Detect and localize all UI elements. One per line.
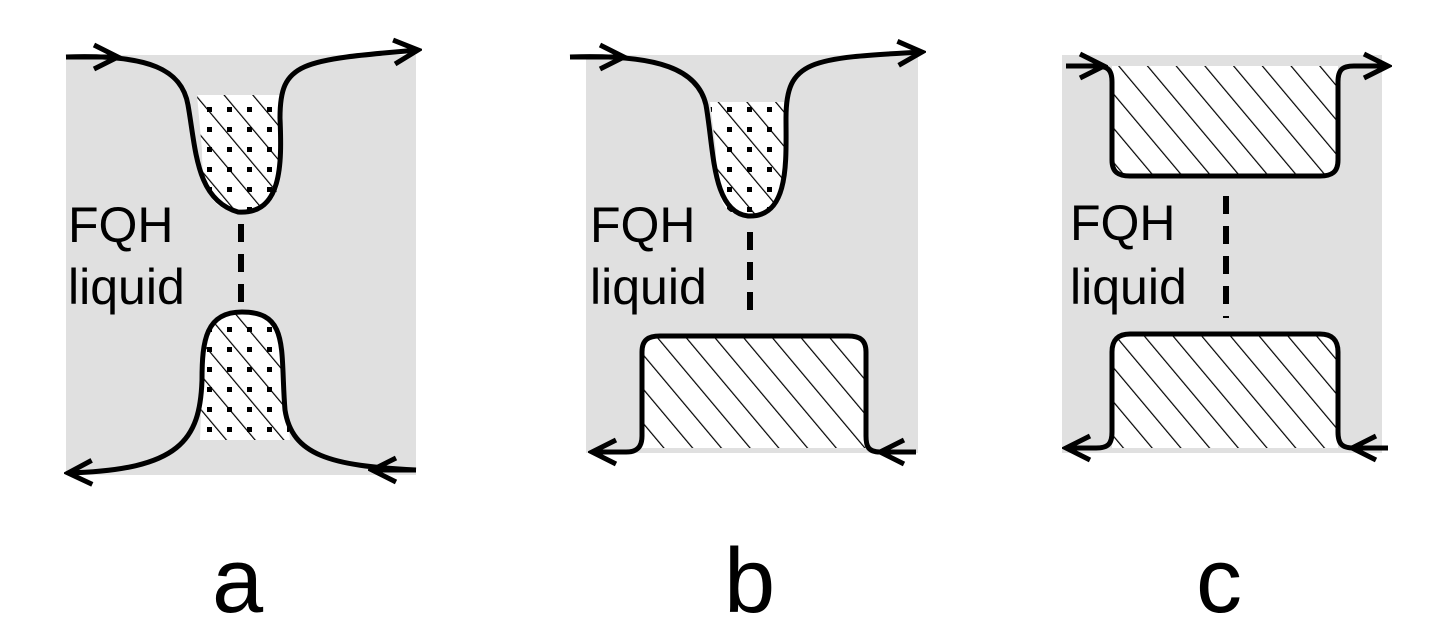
panel-letter: b	[724, 530, 775, 632]
region-label-line2: liquid	[68, 259, 185, 315]
edge-top	[1066, 66, 1388, 179]
panel-c: FQH liquid c	[1062, 55, 1388, 632]
region-label-line2: liquid	[590, 259, 707, 315]
panel-a: FQH liquid a	[66, 50, 418, 632]
region-label-line1: FQH	[68, 197, 174, 253]
edge-bottom	[592, 333, 916, 452]
top-gate	[1112, 66, 1338, 176]
panel-letter: a	[212, 530, 264, 632]
edge-bottom	[1066, 331, 1388, 448]
edge-bottom	[68, 309, 417, 473]
top-gate	[190, 95, 283, 213]
panel-b: FQH liquid b	[569, 52, 922, 632]
region-label-line1: FQH	[1070, 195, 1176, 251]
edge-top	[65, 50, 418, 215]
region-label-line1: FQH	[590, 197, 696, 253]
bottom-gate	[200, 312, 290, 440]
bottom-gate	[642, 336, 866, 448]
edge-top	[569, 52, 922, 219]
bottom-gate	[1112, 334, 1338, 448]
region-label-line2: liquid	[1070, 259, 1187, 315]
panel-letter: c	[1196, 530, 1242, 632]
top-gate	[710, 102, 785, 217]
